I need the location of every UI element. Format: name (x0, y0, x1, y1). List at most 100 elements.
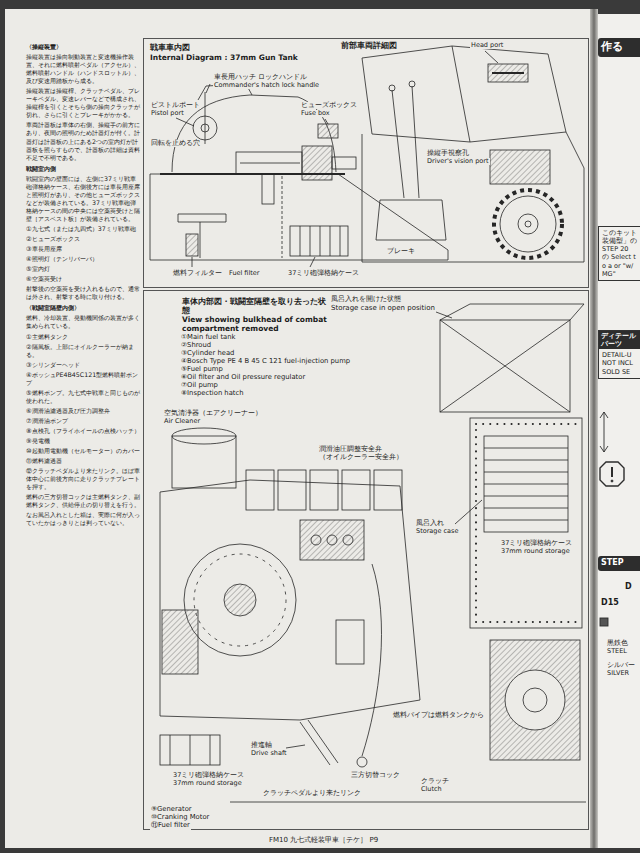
next-page-symbols (600, 462, 624, 486)
part-label: Pistol port (150, 110, 185, 117)
engine-compartment-drawing (224, 584, 256, 616)
part-label: 37mm round storage (500, 548, 571, 555)
part-number: D (624, 582, 633, 591)
front-detail-drawing (392, 90, 404, 198)
front-detail-drawing (492, 72, 524, 74)
tank-interior-drawing (262, 174, 274, 204)
next-page-symbols (604, 412, 605, 452)
panel-heading: このキット 装備型」の STEP 20 の Select to a or "w/… (602, 229, 637, 278)
part-label: Drive shaft (250, 750, 288, 757)
page-footer: FM10 九七式軽装甲車［テケ］ P9 (268, 836, 379, 844)
tank-interior-drawing (178, 214, 226, 222)
part-label: 三方切替コック (350, 772, 401, 779)
body-text: なお風呂入れとした箱は、実際に何が入っていたかはっきりとは判っていない。 (26, 511, 140, 527)
engine-compartment-drawing (475, 430, 477, 618)
part-label: クラッチ (420, 778, 450, 785)
part-label: （オイルクーラー安全弁） (318, 454, 404, 461)
engine-compartment-drawing (505, 670, 565, 730)
callout-list-item: ⑪Fuel filter (150, 822, 191, 830)
engine-compartment-drawing (230, 802, 586, 803)
paper (5, 9, 592, 848)
body-text: ⑩起動用電動機（セルモーター）のカバー (26, 447, 140, 455)
front-detail-drawing (409, 81, 415, 87)
engine-compartment-drawing (327, 535, 337, 545)
engine-compartment-drawing (484, 520, 568, 521)
next-page-symbols (611, 480, 613, 482)
body-text: ⑥潤滑油濾過器及び圧力調整弁 (26, 407, 140, 415)
front-detail-drawing (518, 214, 538, 234)
callout-list-item: ⑤Fuel pump (180, 366, 224, 374)
engine-compartment-drawing (160, 735, 220, 765)
engine-compartment-drawing (308, 720, 338, 763)
part-label: Head port (470, 42, 504, 49)
section-heading: 戦闘室内側 (26, 165, 140, 173)
part-label: 37ミリ砲弾格納ケース (287, 270, 360, 277)
engine-compartment-drawing (440, 304, 584, 320)
tank-interior-drawing (193, 116, 217, 140)
engine-compartment-drawing (440, 320, 570, 412)
paper (596, 14, 640, 848)
body-text: ②隔風板。上部にオイルクーラーが納まる。 (26, 343, 140, 359)
panel-subheading: View showing bulkhead of combat compartm… (181, 315, 333, 333)
engine-compartment-drawing (162, 610, 198, 674)
tank-interior-drawing (340, 226, 341, 256)
panel-heading: 作る (601, 40, 623, 53)
body-text: ②ヒューズボックス (26, 235, 140, 243)
tank-interior-drawing (320, 226, 321, 256)
tank-interior-drawing (310, 257, 315, 267)
tank-interior-drawing (240, 163, 300, 164)
engine-compartment-drawing (336, 620, 364, 664)
engine-compartment-drawing (300, 722, 330, 765)
tank-interior-drawing (200, 222, 201, 258)
next-page-symbols (611, 467, 613, 477)
engine-compartment-drawing (278, 470, 306, 510)
body-text: 車両計器板は車体の右側、操縦手の前方にあり、夜間の照明のため計器灯が付く。計器灯… (26, 121, 140, 161)
engine-compartment-drawing (455, 500, 482, 524)
panel-heading: ディテール パーツ (599, 331, 640, 349)
body-text: 射撃後の空薬莢を受け入れるもので、通常は外され、射撃する時に取り付ける。 (26, 285, 140, 301)
tank-interior-drawing (325, 119, 328, 124)
part-label: ヒューズボックス (300, 102, 358, 109)
part-label: 空気清浄器（エアクリーナー） (163, 410, 263, 417)
part-label: 37ミリ砲弾格納ケース (172, 772, 245, 779)
engine-compartment-drawing (160, 480, 420, 720)
engine-compartment-drawing (362, 564, 381, 756)
front-detail-drawing (525, 221, 531, 227)
next-page-symbols (600, 446, 608, 452)
part-label: 37mm round storage (172, 780, 243, 787)
part-label: ブレーキ (386, 248, 416, 255)
tank-interior-drawing (150, 174, 448, 260)
tank-interior-drawing (150, 84, 448, 267)
tank-interior-drawing (310, 226, 311, 256)
panel-heading: 前部車両詳細図 (340, 41, 398, 50)
engine-compartment-drawing (342, 470, 370, 510)
step-tab: STEP (598, 556, 640, 571)
panel-subheading: Internal Diagram : 37mm Gun Tank (149, 53, 299, 62)
engine-compartment-drawing (286, 745, 305, 748)
engine-compartment-drawing (490, 640, 580, 760)
body-text: ⑤室内灯 (26, 265, 140, 273)
engine-compartment-drawing (194, 554, 286, 646)
part-label: ピストルポート (150, 102, 201, 109)
tank-interior-drawing (205, 92, 206, 144)
tank-interior-drawing (236, 152, 302, 174)
engine-compartment-drawing (311, 535, 321, 545)
section-heading: 〈操縦装置〉 (26, 43, 140, 51)
tank-interior-drawing (318, 124, 338, 138)
tank-interior-drawing (186, 234, 198, 256)
body-text: ⑨発電機 (26, 437, 140, 445)
engine-compartment-drawing (160, 304, 586, 802)
tank-interior-drawing (176, 118, 194, 126)
part-label: Storage case (415, 528, 459, 535)
paint-label: SILVER (606, 670, 630, 677)
part-label: 回転を止める穴 (150, 140, 201, 147)
engine-compartment-drawing (190, 735, 191, 765)
part-label: 風呂入れを開けた状態 (330, 295, 402, 303)
part-label: Fuel filter (228, 270, 261, 277)
part-label: Fuse box (300, 110, 331, 117)
engine-compartment-drawing (343, 535, 353, 545)
engine-compartment-drawing (484, 496, 568, 497)
callout-list-item: ②Shroud (180, 342, 212, 350)
part-label: 車長用ハッチ ロックハンドル (213, 74, 308, 81)
